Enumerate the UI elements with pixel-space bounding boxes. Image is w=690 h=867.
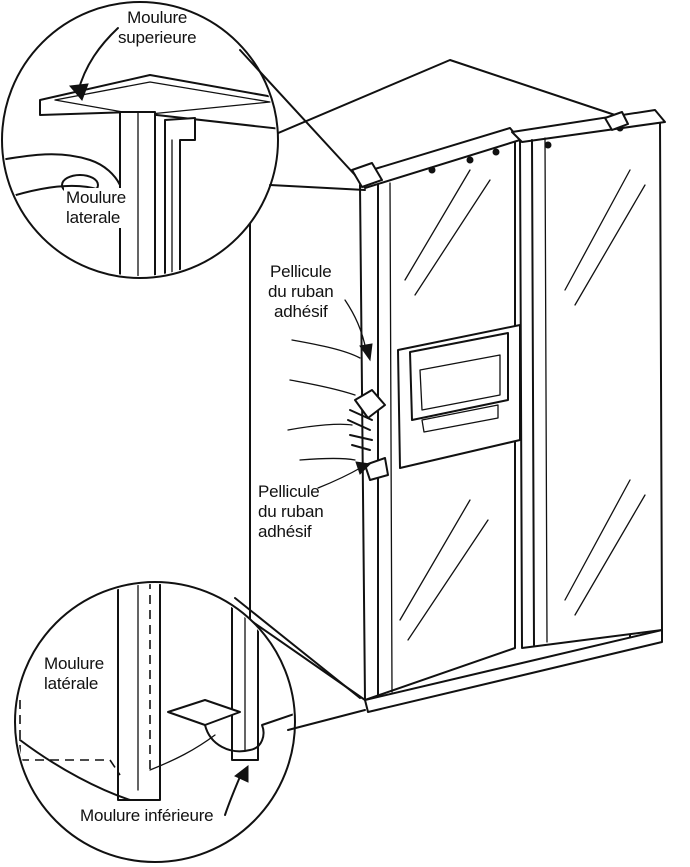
right-top-hinge <box>604 111 629 131</box>
top-hinge <box>351 162 383 188</box>
label-line: superieure <box>118 28 197 47</box>
label-bottom-molding: Moulure inférieure <box>78 806 216 826</box>
label-line: Moulure <box>44 654 105 673</box>
dispenser-recess <box>409 332 509 421</box>
label-tape-film-lower: Pellicule du ruban adhésif <box>258 482 324 542</box>
left-door <box>351 127 521 701</box>
label-line: du ruban <box>258 502 324 521</box>
dispenser-panel <box>397 324 521 469</box>
label-line: Moulure <box>66 188 127 207</box>
label-line: du ruban <box>268 282 334 301</box>
label-line: Pellicule <box>258 482 320 501</box>
label-side-molding-bottom: Moulure latérale <box>42 654 107 694</box>
label-line: adhésif <box>274 302 328 321</box>
kickplate <box>364 629 663 713</box>
label-line: Pellicule <box>270 262 332 281</box>
right-door <box>511 109 666 649</box>
label-line: adhésif <box>258 522 312 541</box>
hand-peeling-tape <box>287 339 389 481</box>
label-line: latérale <box>44 674 99 693</box>
bottom-detail-inset <box>14 581 366 863</box>
label-line: Moulure <box>127 8 188 27</box>
label-line: laterale <box>66 208 121 227</box>
label-top-molding: Moulure superieure <box>118 8 197 48</box>
label-side-molding-top: Moulure laterale <box>64 188 129 228</box>
label-tape-film-upper: Pellicule du ruban adhésif <box>268 262 334 322</box>
